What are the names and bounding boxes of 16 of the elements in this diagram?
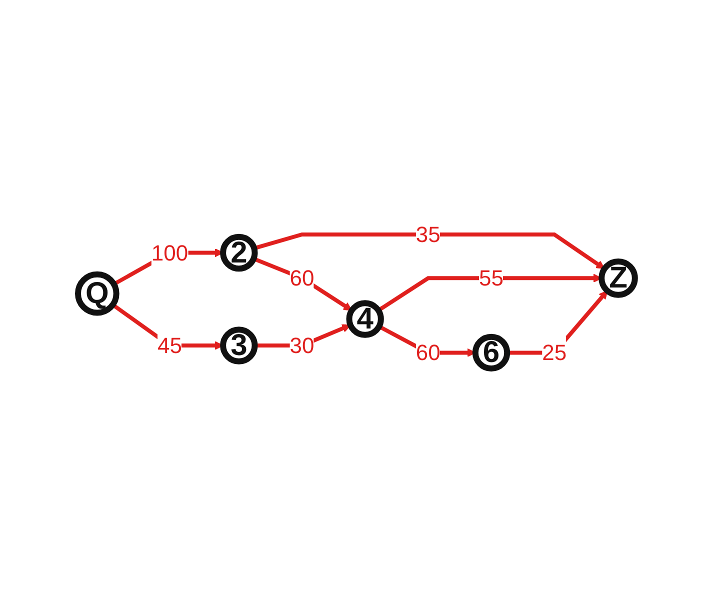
node-circle: 4 [346,300,384,338]
node-circle: Q [75,271,120,316]
arrow [254,232,605,270]
edge-label: 60 [416,340,440,366]
node-circle: 3 [220,326,258,364]
edge-label: 25 [542,340,567,366]
edge-label: 35 [416,222,440,247]
node-circle: 2 [220,234,258,272]
node-circle: Z [598,258,638,298]
edge-label: 60 [290,266,314,291]
edge-label: 45 [158,332,182,358]
edge-label: 30 [290,332,314,358]
edge-label: 100 [151,240,188,266]
arrow [252,256,352,311]
edge-label: 55 [479,266,504,291]
node-circle: 6 [472,334,510,372]
